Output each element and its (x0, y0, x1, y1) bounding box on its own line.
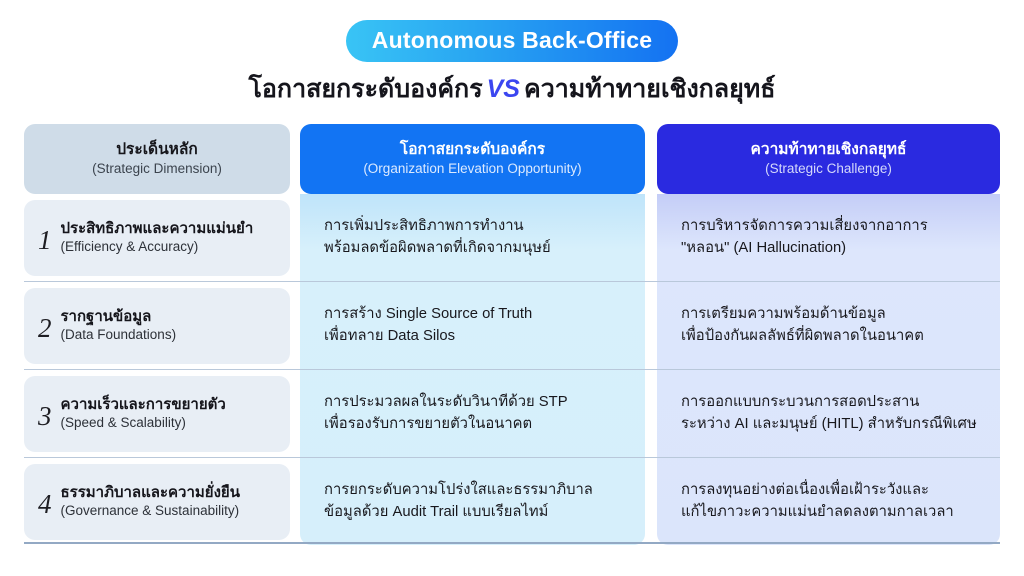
opportunity-cell: การยกระดับความโปร่งใสและธรรมาภิบาล ข้อมู… (300, 458, 645, 545)
challenge-line-1: การออกแบบกระบวนการสอดประสาน (681, 394, 920, 411)
row-number: 1 (38, 225, 52, 255)
title-badge: Autonomous Back-Office (345, 20, 679, 63)
dimension-cell: 1 ประสิทธิภาพและความแม่นยำ (Efficiency &… (24, 199, 290, 276)
dimension-th-label: ประสิทธิภาพและความแม่นยำ (60, 219, 254, 237)
dimension-th-label: รากฐานข้อมูล (60, 307, 152, 325)
opportunity-line-1: การเพิ่มประสิทธิภาพการทำงาน (324, 218, 524, 235)
column-header-en-label: (Strategic Dimension) (92, 161, 222, 177)
challenge-line-1: การเตรียมความพร้อมด้านข้อมูล (681, 306, 886, 323)
dimension-en-label: (Governance & Sustainability) (60, 503, 240, 519)
opportunity-cell: การสร้าง Single Source of Truth เพื่อทลา… (300, 282, 645, 369)
column-header-opportunity: โอกาสยกระดับองค์กร (Organization Elevati… (300, 124, 645, 194)
opportunity-line-1: การยกระดับความโปร่งใสและธรรมาภิบาล (324, 482, 593, 499)
column-header-challenge: ความท้าทายเชิงกลยุทธ์ (Strategic Challen… (657, 124, 1000, 194)
subtitle-left-text: โอกาสยกระดับองค์กร (248, 75, 483, 104)
table-row: 1 ประสิทธิภาพและความแม่นยำ (Efficiency &… (24, 194, 1000, 282)
table-row: 3 ความเร็วและการขยายตัว (Speed & Scalabi… (24, 370, 1000, 458)
row-number: 3 (38, 401, 52, 431)
opportunity-line-1: การสร้าง Single Source of Truth (324, 306, 533, 323)
challenge-cell: การบริหารจัดการความเสี่ยงจากอาการ "หลอน"… (657, 194, 1000, 281)
dimension-en-label: (Efficiency & Accuracy) (60, 239, 199, 255)
opportunity-line-1: การประมวลผลในระดับวินาทีด้วย STP (324, 394, 568, 411)
challenge-cell: การออกแบบกระบวนการสอดประสาน ระหว่าง AI แ… (657, 370, 1000, 457)
column-header-en-label: (Organization Elevation Opportunity) (363, 161, 582, 177)
dimension-cell: 3 ความเร็วและการขยายตัว (Speed & Scalabi… (24, 375, 290, 452)
table-bottom-rule (24, 542, 1000, 544)
row-number: 2 (38, 313, 52, 343)
opportunity-line-2: เพื่อทลาย Data Silos (324, 327, 456, 344)
column-header-th-label: ความท้าทายเชิงกลยุทธ์ (750, 140, 907, 158)
opportunity-line-2: เพื่อรองรับการขยายตัวในอนาคต (324, 415, 533, 432)
table-header-row: ประเด็นหลัก (Strategic Dimension) โอกาสย… (24, 124, 1000, 194)
dimension-en-label: (Data Foundations) (60, 327, 177, 343)
opportunity-line-2: ข้อมูลด้วย Audit Trail แบบเรียลไทม์ (324, 503, 549, 520)
subtitle-right-text: ความท้าทายเชิงกลยุทธ์ (523, 75, 776, 104)
dimension-th-label: ธรรมาภิบาลและความยั่งยืน (60, 483, 240, 501)
column-header-th-label: ประเด็นหลัก (116, 140, 198, 158)
opportunity-cell: การประมวลผลในระดับวินาทีด้วย STP เพื่อรอ… (300, 370, 645, 457)
column-header-th-label: โอกาสยกระดับองค์กร (399, 140, 546, 158)
challenge-line-1: การบริหารจัดการความเสี่ยงจากอาการ (681, 218, 928, 235)
challenge-line-2: เพื่อป้องกันผลลัพธ์ที่ผิดพลาดในอนาคต (681, 327, 924, 344)
subtitle-vs-text: VS (486, 75, 520, 104)
dimension-cell: 2 รากฐานข้อมูล (Data Foundations) (24, 287, 290, 364)
column-header-en-label: (Strategic Challenge) (765, 161, 892, 177)
table-row: 2 รากฐานข้อมูล (Data Foundations) การสร้… (24, 282, 1000, 370)
dimension-th-label: ความเร็วและการขยายตัว (60, 395, 226, 413)
comparison-table: ประเด็นหลัก (Strategic Dimension) โอกาสย… (24, 124, 1000, 545)
table-row: 4 ธรรมาภิบาลและความยั่งยืน (Governance &… (24, 458, 1000, 545)
challenge-line-1: การลงทุนอย่างต่อเนื่องเพื่อเฝ้าระวังและ (681, 482, 929, 499)
row-number: 4 (38, 489, 52, 519)
table-body: 1 ประสิทธิภาพและความแม่นยำ (Efficiency &… (24, 194, 1000, 545)
challenge-line-2: แก้ไขภาวะความแม่นยำลดลงตามกาลเวลา (681, 503, 954, 520)
challenge-line-2: ระหว่าง AI และมนุษย์ (HITL) สำหรับกรณีพิ… (681, 415, 977, 432)
column-header-strategic-dimension: ประเด็นหลัก (Strategic Dimension) (24, 124, 290, 194)
challenge-cell: การลงทุนอย่างต่อเนื่องเพื่อเฝ้าระวังและ … (657, 458, 1000, 545)
challenge-cell: การเตรียมความพร้อมด้านข้อมูล เพื่อป้องกั… (657, 282, 1000, 369)
challenge-line-2: "หลอน" (AI Hallucination) (681, 239, 847, 256)
dimension-en-label: (Speed & Scalability) (60, 415, 186, 431)
slide-header: Autonomous Back-Office โอกาสยกระดับองค์ก… (0, 0, 1024, 104)
dimension-cell: 4 ธรรมาภิบาลและความยั่งยืน (Governance &… (24, 463, 290, 540)
opportunity-cell: การเพิ่มประสิทธิภาพการทำงาน พร้อมลดข้อผิ… (300, 194, 645, 281)
opportunity-line-2: พร้อมลดข้อผิดพลาดที่เกิดจากมนุษย์ (324, 239, 551, 256)
